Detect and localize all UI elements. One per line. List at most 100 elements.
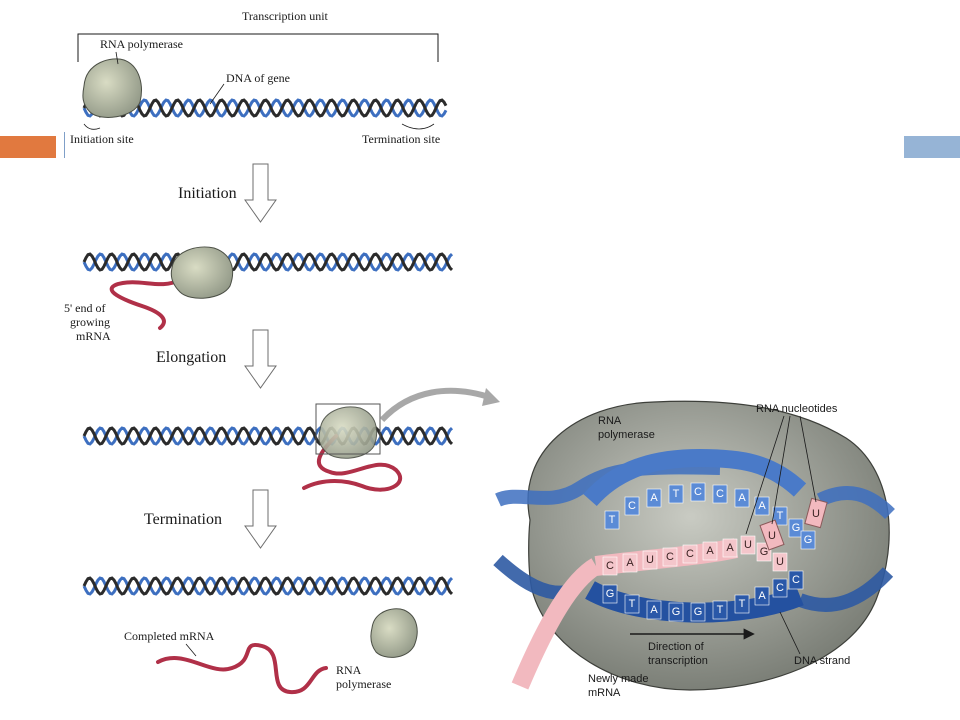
base-tile xyxy=(788,570,804,590)
base-tile xyxy=(702,541,718,561)
rna-polymerase-blob-row1 xyxy=(82,58,142,118)
base-tile xyxy=(734,488,750,508)
base-letter: C xyxy=(628,500,636,512)
base-letter: A xyxy=(706,545,714,557)
completed-mrna-label: Completed mRNA xyxy=(124,629,215,643)
base-letter: C xyxy=(606,560,614,572)
svg-text:polymerase: polymerase xyxy=(336,677,391,691)
base-letter: T xyxy=(739,598,746,610)
base-tile xyxy=(602,584,618,604)
base-tile xyxy=(668,602,684,622)
base-tile xyxy=(602,556,618,576)
base-letter: A xyxy=(758,500,766,512)
completed-mrna xyxy=(156,642,328,695)
down-arrow-icon xyxy=(244,329,277,389)
base-letter: C xyxy=(716,488,724,500)
base-tile xyxy=(788,518,804,538)
newly-made-mrna-label: Newly made xyxy=(588,673,649,685)
inset-rna-polymerase-label: RNA xyxy=(598,415,622,427)
pointer-line xyxy=(771,415,791,525)
down-arrow-icon xyxy=(244,163,277,223)
zoom-curved-arrow xyxy=(379,387,493,423)
slide-accent-orange xyxy=(0,136,56,158)
pointer-line xyxy=(185,643,197,657)
growing-mrna-row3 xyxy=(302,434,403,492)
base-letter: U xyxy=(776,556,784,568)
base-tile xyxy=(740,535,756,555)
base-tile xyxy=(722,538,738,558)
free-nucleotide xyxy=(759,519,785,551)
base-letter: G xyxy=(760,546,769,558)
base-tile xyxy=(624,594,640,614)
base-letter: A xyxy=(626,557,634,569)
base-letter: A xyxy=(650,492,658,504)
base-tile xyxy=(772,578,788,598)
inset-rna-polymerase-label: polymerase xyxy=(598,429,655,441)
base-tile xyxy=(734,594,750,614)
base-tile xyxy=(622,553,638,573)
base-letter: C xyxy=(686,548,694,560)
base-tile xyxy=(712,484,728,504)
newly-made-mrna-label: mRNA xyxy=(588,687,621,699)
pointer-line xyxy=(115,51,119,65)
base-tile xyxy=(800,530,816,550)
step-elongation: Elongation xyxy=(156,349,226,366)
dna-helix-row4 xyxy=(82,576,454,596)
dna-backbone-right xyxy=(816,486,895,520)
dna-helix-row1 xyxy=(82,98,448,118)
rna-polymerase-blob-row2 xyxy=(170,246,234,299)
base-letter: T xyxy=(717,604,724,616)
base-letter: U xyxy=(744,539,752,551)
initiation-site-label: Initiation site xyxy=(70,132,134,146)
base-tile xyxy=(690,602,706,622)
rna-polymerase-label-bottom: RNA polymerase xyxy=(336,663,391,691)
base-letter: C xyxy=(694,486,702,498)
transcription-unit-label: Transcription unit xyxy=(242,9,329,23)
dna-strand-label: DNA strand xyxy=(794,655,850,667)
dna-of-gene-label: DNA of gene xyxy=(226,71,290,85)
dna-helix-row2 xyxy=(82,252,454,272)
base-letter: U xyxy=(646,554,654,566)
base-letter: T xyxy=(673,488,680,500)
free-nucleotide xyxy=(804,497,828,529)
base-tile xyxy=(624,496,640,516)
termination-site-label: Termination site xyxy=(362,132,440,146)
down-arrow-icon xyxy=(244,489,277,549)
base-tile xyxy=(754,586,770,606)
svg-text:RNA: RNA xyxy=(336,663,362,677)
base-tile xyxy=(712,600,728,620)
base-letter: G xyxy=(804,534,813,546)
svg-text:growing: growing xyxy=(70,315,110,329)
pointer-line xyxy=(799,415,817,503)
base-tile xyxy=(646,488,662,508)
base-tile xyxy=(662,547,678,567)
direction-label: transcription xyxy=(648,655,708,667)
base-letter: C xyxy=(666,551,674,563)
base-letter: A xyxy=(650,604,658,616)
base-tile xyxy=(646,600,662,620)
base-letter: G xyxy=(606,588,615,600)
base-letter: G xyxy=(672,606,681,618)
rna-nucleotides-label: RNA nucleotides xyxy=(756,403,838,415)
template-strand-top xyxy=(583,448,807,507)
five-prime-end-label: 5' end of growing mRNA xyxy=(64,301,111,343)
base-letter: A xyxy=(758,590,766,602)
zoom-box xyxy=(315,403,381,455)
free-nucleotide-u2: U xyxy=(812,508,820,520)
base-tile xyxy=(772,552,788,572)
base-letter: G xyxy=(694,606,703,618)
base-letter: A xyxy=(726,542,734,554)
arrow-head-icon xyxy=(482,388,500,406)
free-nucleotide-u: U xyxy=(768,530,776,542)
step-initiation: Initiation xyxy=(178,185,237,202)
pointer-line xyxy=(209,83,225,105)
transcription-unit-bracket xyxy=(77,33,439,62)
growing-mrna-row2 xyxy=(109,278,182,330)
base-letter: A xyxy=(738,492,746,504)
direction-label: Direction of xyxy=(648,641,705,653)
slide-accent-blue xyxy=(904,136,960,158)
